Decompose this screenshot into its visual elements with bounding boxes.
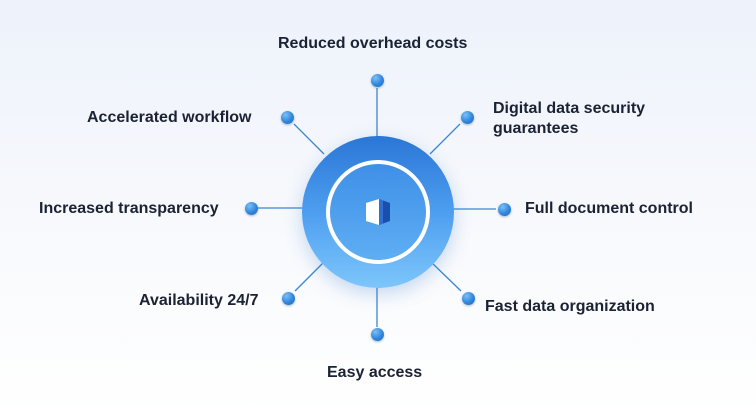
benefit-dot-accelerated-workflow: [280, 110, 294, 124]
connector-line-digital-data-security: [429, 123, 461, 155]
connector-line-fast-data-organization: [430, 261, 462, 292]
benefit-label-easy-access: Easy access: [327, 364, 423, 381]
benefit-dot-digital-data-security: [460, 110, 474, 124]
benefit-label-increased-transparency: Increased transparency: [39, 200, 219, 217]
benefit-label-digital-data-security: Digital data security guarantees: [493, 100, 646, 137]
center-hub-ring: [326, 160, 430, 264]
benefit-label-availability: Availability 24/7: [139, 292, 259, 309]
benefit-dot-full-document-control: [497, 202, 511, 216]
benefit-label-full-document-control: Full document control: [525, 200, 693, 217]
benefit-label-accelerated-workflow: Accelerated workflow: [87, 109, 252, 126]
benefit-dot-easy-access: [370, 327, 384, 341]
connector-line-availability: [294, 261, 325, 292]
document-box-icon: [366, 199, 390, 225]
benefit-label-fast-data-organization: Fast data organization: [485, 298, 655, 315]
benefit-label-reduced-overhead-costs: Reduced overhead costs: [278, 35, 468, 52]
benefit-dot-availability: [281, 291, 295, 305]
center-hub: [302, 136, 454, 288]
benefit-dot-reduced-overhead-costs: [370, 73, 384, 87]
benefit-dot-fast-data-organization: [461, 291, 475, 305]
benefit-dot-increased-transparency: [244, 201, 258, 215]
connector-line-accelerated-workflow: [293, 123, 325, 155]
